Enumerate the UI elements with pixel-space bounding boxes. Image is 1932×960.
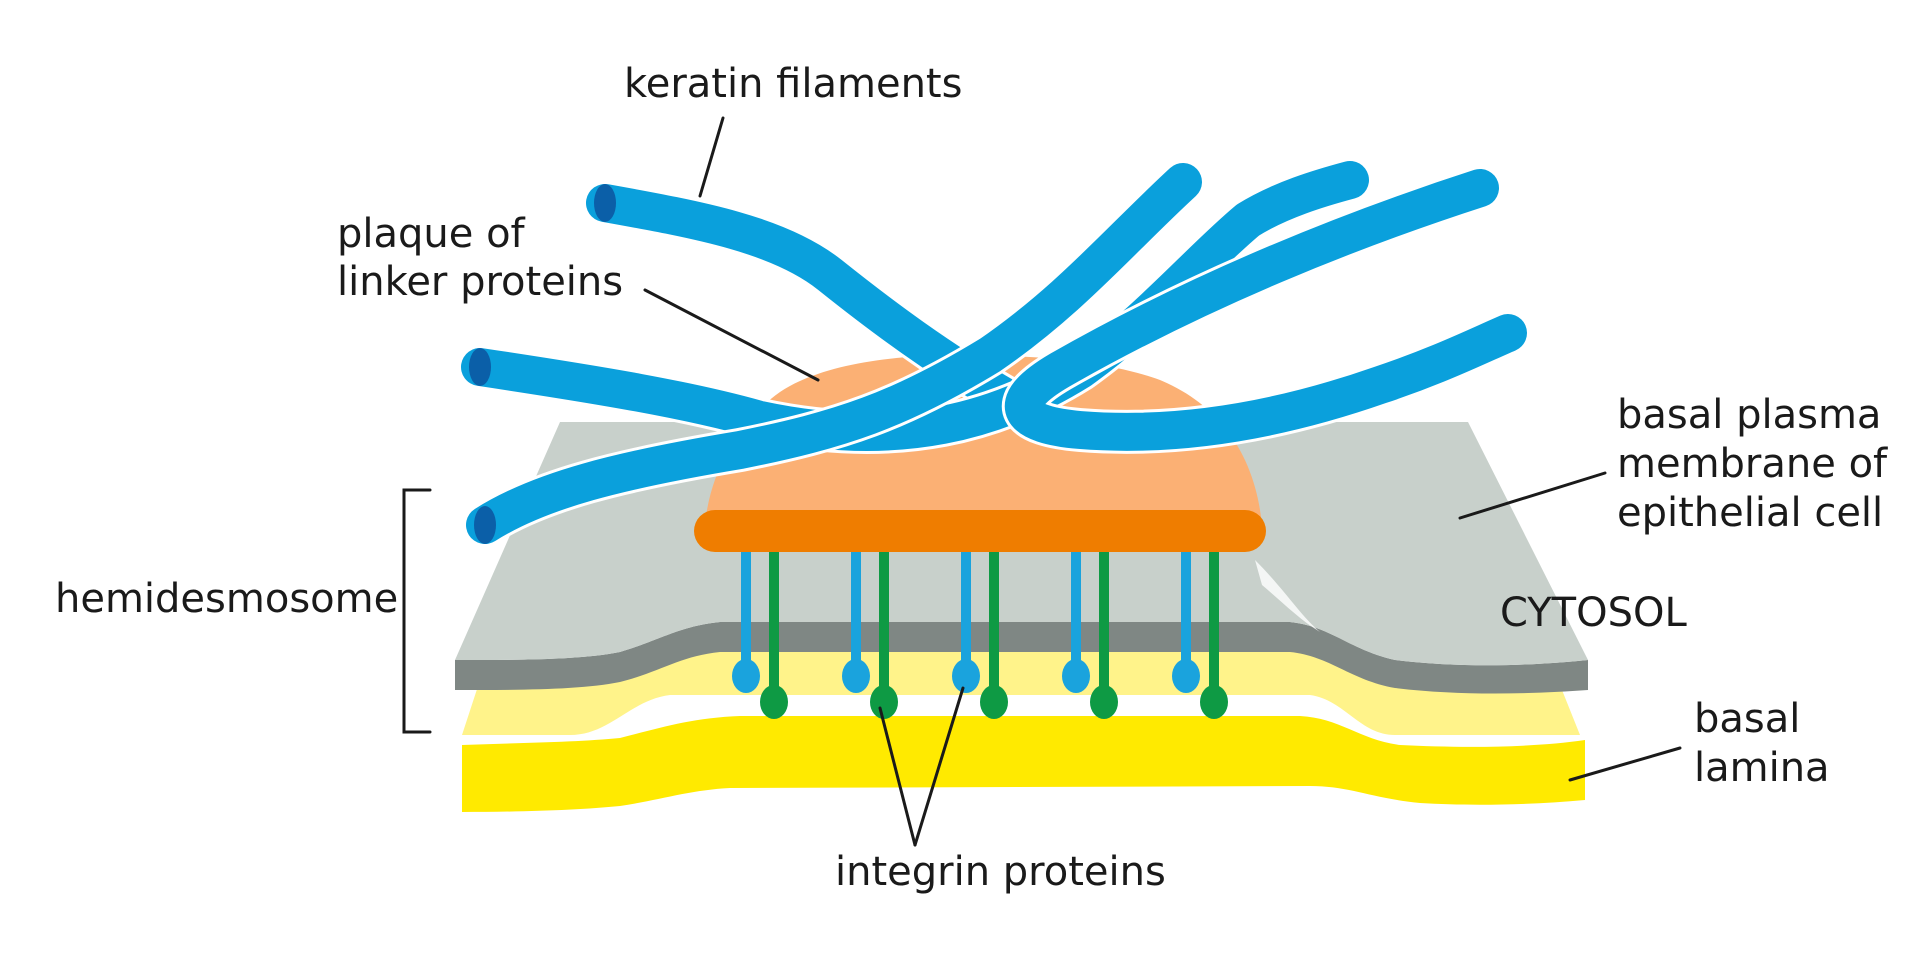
- plaque-dome: [705, 355, 1262, 525]
- lamina-front-face: [462, 716, 1585, 812]
- keratin-leader: [698, 116, 725, 198]
- integrin-pair: [732, 552, 788, 719]
- integrin-proteins: [732, 552, 1228, 719]
- integrin-green-bulb: [760, 685, 788, 719]
- lamina-leader: [1568, 746, 1682, 782]
- integrin-blue-bulb: [1062, 659, 1090, 693]
- plaque: [694, 355, 1266, 552]
- keratin-filaments: [458, 158, 1530, 547]
- integrin-green-stalk: [769, 552, 779, 688]
- integrin-green-bulb: [980, 685, 1008, 719]
- integrin-green-bulb: [1090, 685, 1118, 719]
- plaque-label-line2: linker proteins: [337, 259, 623, 305]
- integrin-blue-bulb: [952, 659, 980, 693]
- integrin-pair: [1172, 552, 1228, 719]
- plaque-leader: [643, 288, 820, 382]
- integrin-pair: [842, 552, 898, 719]
- basal-lamina-label-line1: basal: [1694, 696, 1800, 742]
- keratin-filament-3: [463, 160, 1205, 547]
- hemidesmosome-bracket: [402, 488, 432, 734]
- integrin-blue-stalk: [1181, 552, 1191, 662]
- plaque-label-line1: plaque of: [337, 211, 526, 257]
- keratin-filament-4: [1002, 166, 1530, 454]
- integrin-green-stalk: [1099, 552, 1109, 688]
- integrin-green-stalk: [989, 552, 999, 688]
- integrin-blue-stalk: [1071, 552, 1081, 662]
- membrane-edge: [455, 622, 1588, 694]
- labels: keratin filaments plaque of linker prote…: [55, 61, 1888, 895]
- plaque-base: [694, 510, 1266, 552]
- integrin-blue-stalk: [961, 552, 971, 662]
- integrin-pair: [1062, 552, 1118, 719]
- keratin-filaments-label: keratin filaments: [624, 61, 962, 107]
- integrin-blue-bulb: [842, 659, 870, 693]
- integrin-leader-right: [913, 686, 965, 847]
- membrane-highlight: [1255, 560, 1320, 632]
- integrin-green-bulb: [870, 685, 898, 719]
- membrane-leader: [1458, 471, 1607, 520]
- hemidesmosome-label: hemidesmosome: [55, 576, 398, 622]
- integrin-leader-left: [878, 706, 917, 847]
- cytosol-label: CYTOSOL: [1500, 590, 1687, 636]
- integrin-proteins-label: integrin proteins: [835, 849, 1166, 895]
- integrin-blue-stalk: [851, 552, 861, 662]
- membrane-label-line2: membrane of: [1617, 441, 1888, 487]
- integrin-pair: [952, 552, 1008, 719]
- integrin-blue-stalk: [741, 552, 751, 662]
- membrane-label-line1: basal plasma: [1617, 392, 1881, 438]
- basal-lamina-label-line2: lamina: [1694, 745, 1830, 791]
- integrin-blue-bulb: [732, 659, 760, 693]
- integrin-green-stalk: [879, 552, 889, 688]
- integrin-green-bulb: [1200, 685, 1228, 719]
- integrin-green-stalk: [1209, 552, 1219, 688]
- leader-lines: [402, 116, 1682, 847]
- membrane-label-line3: epithelial cell: [1617, 490, 1883, 536]
- integrin-blue-bulb: [1172, 659, 1200, 693]
